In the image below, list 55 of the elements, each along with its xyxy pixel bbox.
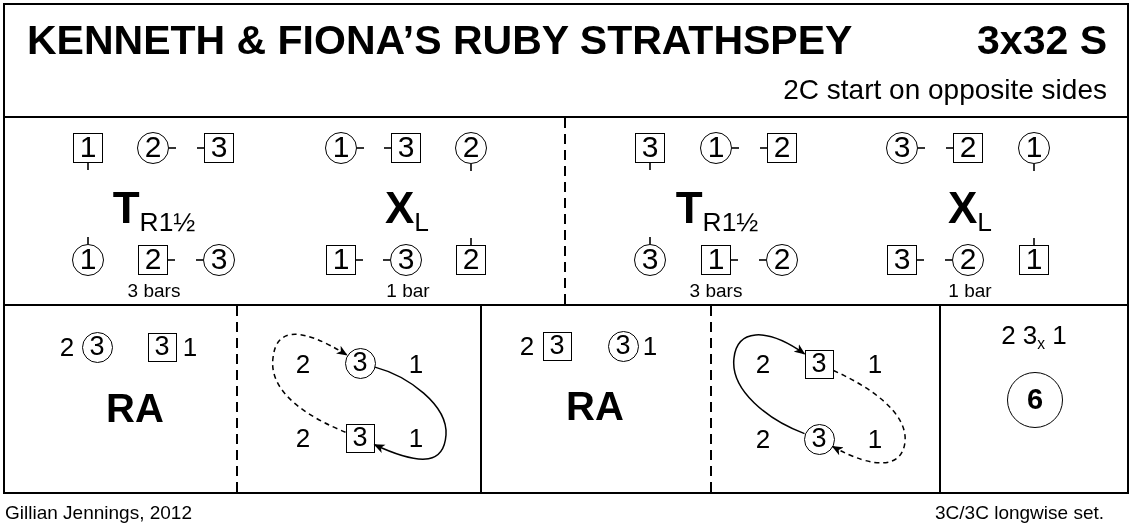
boxed-number: 3 <box>391 133 421 163</box>
bar-count: 3 bars <box>689 280 743 300</box>
figure-label: X$_{L}$ <box>948 186 992 230</box>
figure-panel <box>3 118 566 306</box>
figure-panel <box>3 306 238 494</box>
curved-arrow <box>831 369 906 464</box>
boxed-number: 2 <box>953 133 983 163</box>
figure-label: X$_{L}$ <box>385 186 429 230</box>
boxed-number: 3 <box>147 332 177 362</box>
boxed-number: 2 <box>456 245 486 275</box>
couple-number: 1 <box>182 334 198 360</box>
boxed-number: 2 <box>138 245 168 275</box>
boxed-number: 3 <box>887 245 917 275</box>
boxed-number: 1 <box>73 133 103 163</box>
setup-note: 2C start on opposite sides <box>783 76 1107 104</box>
couple-number: 1 <box>408 425 424 451</box>
bar-count: 1 bar <box>948 280 992 300</box>
boxed-number: 1 <box>701 245 731 275</box>
formation-label: RA <box>566 386 624 426</box>
author-credit: Gillian Jennings, 2012 <box>5 502 192 522</box>
boxed-number: 1 <box>1019 245 1049 275</box>
figure-panel <box>941 306 1129 494</box>
couple-number: 2 <box>755 351 771 377</box>
boxed-number: 1 <box>326 245 356 275</box>
figure-label: T$_{R1½}$ <box>112 186 196 230</box>
position-label: 2 3$_{x}$ 1 <box>1001 322 1067 348</box>
couple-number: 2 <box>295 425 311 451</box>
boxed-number: 3 <box>345 423 375 453</box>
bar-count: 3 bars <box>127 280 181 300</box>
figure-panel <box>238 306 482 494</box>
boxed-number: 2 <box>767 133 797 163</box>
figure-panel <box>482 306 712 494</box>
couple-number: 2 <box>519 333 535 359</box>
dance-format: 3x32 S <box>977 19 1107 61</box>
set-formation-note: 3C/3C longwise set. <box>935 502 1104 522</box>
bar-count: 1 bar <box>386 280 430 300</box>
boxed-number: 3 <box>542 331 572 361</box>
boxed-number: 3 <box>804 349 834 379</box>
dance-title: KENNETH & FIONA’S RUBY STRATHSPEY <box>27 19 853 61</box>
curved-arrow <box>733 334 806 435</box>
boxed-number: 3 <box>204 133 234 163</box>
curved-arrow <box>373 366 447 460</box>
couple-number: 2 <box>295 351 311 377</box>
couple-number: 1 <box>867 351 883 377</box>
couple-number: 2 <box>755 426 771 452</box>
formation-label: RA <box>106 388 164 428</box>
boxed-number: 3 <box>635 133 665 163</box>
couple-number: 1 <box>642 333 658 359</box>
figure-panel <box>566 118 1129 306</box>
couple-number: 2 <box>59 334 75 360</box>
curved-arrow <box>272 333 348 433</box>
figure-panel <box>712 306 941 494</box>
figure-label: T$_{R1½}$ <box>675 186 759 230</box>
couple-number: 1 <box>408 351 424 377</box>
couple-number: 1 <box>867 426 883 452</box>
